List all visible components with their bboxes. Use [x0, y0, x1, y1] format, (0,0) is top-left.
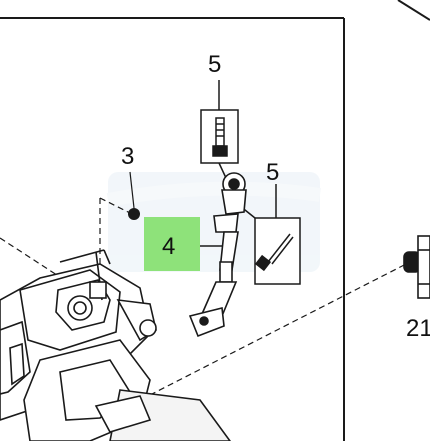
machine-assembly [0, 249, 232, 442]
leveling-link-part [188, 172, 247, 338]
dashed-leaders [0, 197, 411, 396]
callout-3-marker [128, 171, 140, 220]
callout-3-label: 3 [121, 143, 134, 170]
callout-5-top-box [200, 80, 239, 179]
callout-labels: 5 3 5 4 21 [121, 51, 430, 342]
callout-4-highlight [144, 217, 200, 271]
callout-5-right-box [239, 184, 301, 285]
neighbor-panel-edge [397, 0, 430, 21]
callout-5-right-label: 5 [266, 159, 279, 186]
callout-5-top-label: 5 [208, 51, 221, 78]
callout-4-label: 4 [162, 233, 175, 260]
panel-frame [0, 17, 345, 441]
callout-21-label: 21 [406, 315, 430, 342]
part-21 [403, 235, 430, 299]
